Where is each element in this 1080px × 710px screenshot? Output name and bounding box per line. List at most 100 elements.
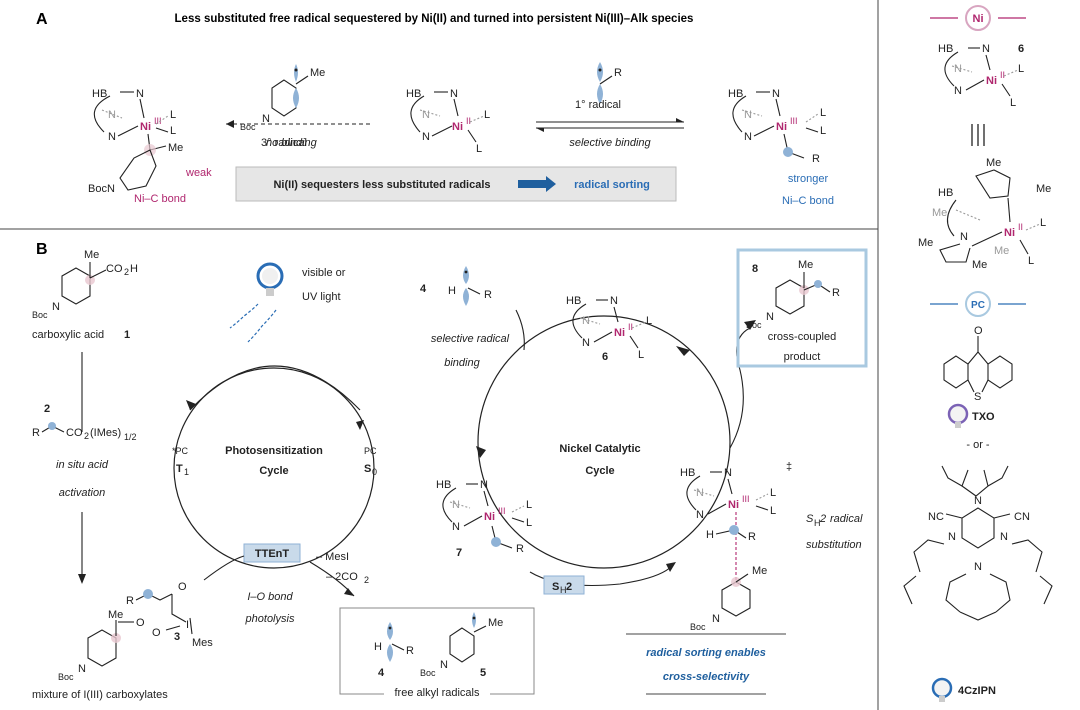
- svg-text:N: N: [724, 467, 732, 479]
- s0-sub: 0: [372, 467, 377, 477]
- pc-star: *PC: [172, 446, 189, 456]
- t1-sub: 1: [184, 467, 189, 477]
- svg-text:L: L: [820, 107, 826, 119]
- txo-label: TXO: [972, 411, 995, 423]
- svg-text:HB: HB: [406, 88, 421, 100]
- svg-text:Boc: Boc: [746, 320, 762, 330]
- svg-text:N: N: [108, 109, 116, 121]
- svg-text:BocN: BocN: [88, 183, 115, 195]
- pc-badge: [965, 291, 991, 317]
- product-box: [736, 248, 868, 368]
- svg-text:H: H: [706, 529, 714, 541]
- svg-text:II: II: [1018, 222, 1023, 232]
- svg-text:N: N: [948, 531, 956, 543]
- ttent-label: TTEnT: [255, 548, 289, 560]
- svg-text:S: S: [806, 513, 814, 525]
- svg-text:N: N: [696, 509, 704, 521]
- ni-complex-primary: HB N N N Ni III L L R: [728, 88, 826, 165]
- svg-text:2: 2: [124, 267, 129, 277]
- svg-text:N: N: [974, 495, 982, 507]
- light-label-1: visible or: [302, 267, 346, 279]
- svg-text:N: N: [974, 561, 982, 573]
- svg-text:R: R: [812, 153, 820, 165]
- svg-text:L: L: [476, 143, 482, 155]
- ni-ii-6-structure: HB N N N Ni II L L: [566, 295, 652, 361]
- svg-text:Me: Me: [84, 249, 99, 261]
- svg-text:R: R: [126, 595, 134, 607]
- svg-text:Ni: Ni: [484, 511, 495, 523]
- svg-text:O: O: [974, 325, 983, 337]
- svg-text:2: 2: [84, 431, 89, 441]
- svg-text:H: H: [374, 641, 382, 653]
- svg-text:N: N: [480, 479, 488, 491]
- svg-text:N: N: [452, 499, 460, 511]
- mesi-label: – MesI: [316, 551, 349, 563]
- svg-text:Me: Me: [918, 237, 933, 249]
- panel-b-letter: B: [36, 241, 48, 258]
- svg-text:N: N: [954, 85, 962, 97]
- nickel-cycle-ring: [477, 315, 731, 569]
- sh2-label-1: radical: [830, 513, 863, 525]
- svg-text:N: N: [452, 521, 460, 533]
- svg-text:HB: HB: [92, 88, 107, 100]
- sh2-box-tail: 2: [566, 581, 572, 593]
- t1-label: T: [176, 463, 183, 475]
- svg-text:Ni: Ni: [452, 121, 463, 133]
- svg-text:III: III: [742, 494, 750, 504]
- svg-text:N: N: [610, 295, 618, 307]
- czipn-label: 4CzIPN: [958, 685, 996, 697]
- svg-text:N: N: [450, 88, 458, 100]
- svg-text:R: R: [484, 289, 492, 301]
- no-binding-label: no binding: [266, 137, 318, 149]
- svg-text:Boc: Boc: [32, 310, 48, 320]
- svg-text:Me: Me: [798, 259, 813, 271]
- svg-text:L: L: [646, 315, 652, 327]
- iodine-carboxylate-structure: R O I Mes 3 O O Me N Boc: [58, 581, 213, 682]
- panel-a-letter: A: [36, 11, 48, 28]
- cross-coupled-product-structure: Me R N Boc: [746, 259, 840, 330]
- radical-4-number: 4: [378, 667, 385, 679]
- svg-text:R: R: [614, 67, 622, 79]
- selective-binding-label: selective binding: [569, 137, 651, 149]
- footer-2: cross-selectivity: [663, 671, 750, 683]
- svg-text:HB: HB: [436, 479, 451, 491]
- svg-text:III: III: [498, 506, 506, 516]
- svg-text:N: N: [582, 337, 590, 349]
- svg-text:Me: Me: [488, 617, 503, 629]
- svg-text:L: L: [526, 499, 532, 511]
- svg-text:N: N: [960, 231, 968, 243]
- svg-text:Me: Me: [986, 157, 1001, 169]
- svg-text:L: L: [1028, 255, 1034, 267]
- svg-text:Me: Me: [932, 207, 947, 219]
- svg-text:2: 2: [364, 575, 369, 585]
- svg-text:Ni: Ni: [614, 327, 625, 339]
- svg-text:L: L: [170, 109, 176, 121]
- svg-text:O: O: [152, 627, 161, 639]
- svg-text:N: N: [712, 613, 720, 625]
- stronger-label: stronger: [788, 173, 829, 185]
- svg-text:N: N: [262, 113, 270, 125]
- in-situ-1: in situ acid: [56, 459, 109, 471]
- tp-ni-structure: Me Me HB Me N Me Me Ni II Me L L: [918, 157, 1051, 271]
- ni-7-number: 7: [456, 547, 462, 559]
- banner-text: Ni(II) sequesters less substituted radic…: [273, 179, 490, 191]
- svg-text:CN: CN: [1014, 511, 1030, 523]
- weak-bond-label: Ni–C bond: [134, 193, 186, 205]
- svg-text:N: N: [772, 88, 780, 100]
- svg-text:O: O: [178, 581, 187, 593]
- co2-label: – 2CO: [326, 571, 358, 583]
- svg-text:L: L: [770, 505, 776, 517]
- svg-text:N: N: [766, 311, 774, 323]
- pc-badge-label: PC: [971, 300, 985, 311]
- ni-iii-7-structure: HB N N N Ni III L L R: [436, 479, 532, 555]
- banner-result: radical sorting: [574, 179, 650, 191]
- io-bond-2: photolysis: [245, 613, 295, 625]
- svg-text:I: I: [186, 619, 189, 631]
- sh2-box: [543, 575, 585, 595]
- acid-number: 1: [124, 329, 130, 341]
- svg-text:L: L: [484, 109, 490, 121]
- svg-text:Me: Me: [1036, 183, 1051, 195]
- svg-text:Boc: Boc: [420, 668, 436, 678]
